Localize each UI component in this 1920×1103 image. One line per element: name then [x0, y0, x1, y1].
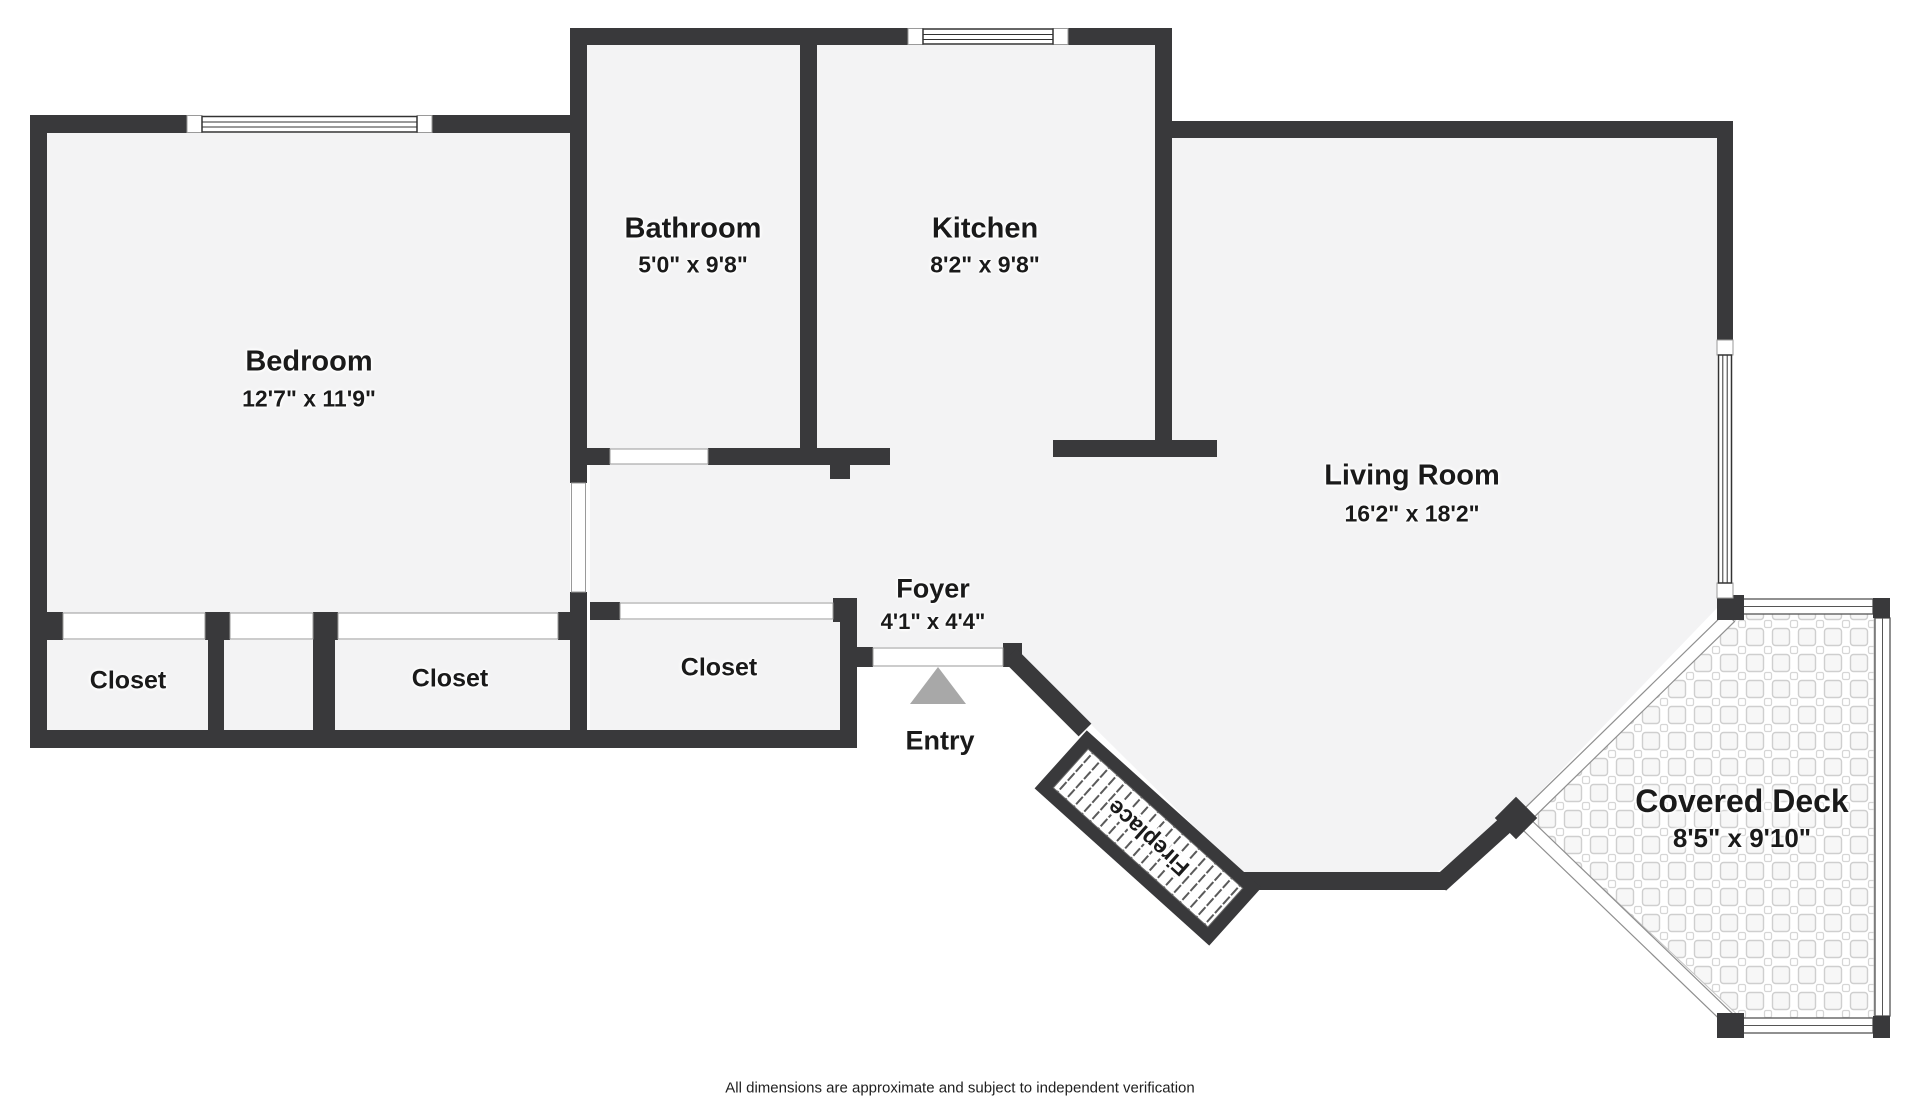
door-opening — [62, 612, 206, 640]
wall — [1205, 872, 1446, 890]
entry-label: Entry — [905, 725, 975, 756]
door-opening — [229, 612, 314, 640]
closet-3-label: Closet — [680, 653, 758, 682]
wall — [313, 640, 335, 732]
wall — [558, 612, 587, 640]
kitchen-floor — [817, 45, 1155, 465]
fireplace: Fireplace — [1034, 730, 1262, 946]
wall — [570, 28, 800, 45]
deck-post — [1717, 595, 1744, 620]
wall — [205, 612, 230, 640]
wall — [30, 730, 857, 748]
wall — [817, 28, 908, 45]
closet-nook-floor — [224, 640, 313, 730]
foyer-dimensions: 4'1" x 4'4" — [880, 609, 986, 634]
bedroom-floor — [47, 133, 570, 628]
closet-1-label: Closet — [89, 666, 167, 695]
window-end — [907, 28, 924, 45]
wall — [432, 115, 587, 133]
bedroom-label: Bedroom — [245, 345, 373, 378]
wall — [208, 640, 224, 732]
closet-2-label: Closet — [411, 664, 489, 693]
door-opening — [609, 448, 709, 465]
closet-3-floor — [590, 620, 840, 730]
covered-deck-label: Covered Deck — [1635, 783, 1849, 819]
foyer-label: Foyer — [896, 573, 970, 604]
wall — [1053, 440, 1217, 457]
wall — [30, 115, 47, 748]
deck-post — [1873, 598, 1890, 618]
living-room-window — [1717, 354, 1733, 584]
wall — [590, 602, 620, 620]
kitchen-window — [922, 28, 1054, 45]
window-end — [1052, 28, 1069, 45]
wall — [1155, 121, 1733, 138]
closet-1-floor — [47, 640, 208, 730]
door-opening — [571, 482, 586, 593]
window-end — [416, 115, 433, 133]
deck-post — [1873, 1016, 1890, 1038]
wall — [1717, 121, 1733, 340]
entry-door-opening — [872, 647, 1004, 667]
living-room-floor — [590, 138, 1717, 872]
bathroom-label: Bathroom — [624, 212, 762, 245]
kitchen-label: Kitchen — [931, 212, 1039, 245]
wall — [830, 465, 850, 479]
deck-post — [1717, 1013, 1744, 1038]
wall — [1155, 28, 1172, 457]
wall — [800, 28, 817, 465]
wall — [708, 448, 890, 465]
bedroom-dimensions: 12'7" x 11'9" — [242, 385, 376, 412]
footer-disclaimer: All dimensions are approximate and subje… — [725, 1079, 1195, 1097]
bathroom-dimensions: 5'0" x 9'8" — [638, 251, 748, 278]
wall — [1068, 28, 1172, 45]
entry-arrow-icon — [910, 667, 966, 704]
window-end — [1716, 339, 1734, 356]
kitchen-dimensions: 8'2" x 9'8" — [930, 251, 1040, 278]
wall-diagonal — [1003, 648, 1092, 737]
living-room-dimensions: 16'2" x 18'2" — [1344, 500, 1480, 527]
wall — [313, 612, 338, 640]
wall — [570, 448, 610, 465]
bedroom-window — [201, 115, 418, 133]
wall — [30, 612, 63, 640]
wall — [30, 115, 187, 133]
door-opening — [619, 602, 834, 620]
wall — [570, 28, 587, 483]
window-end — [1716, 582, 1734, 599]
bathroom-floor — [587, 45, 800, 465]
living-room-label: Living Room — [1324, 459, 1500, 492]
door-opening — [337, 612, 559, 640]
window-end — [186, 115, 203, 133]
closet-2-floor — [335, 640, 570, 730]
covered-deck-dimensions: 8'5" x 9'10" — [1672, 823, 1812, 853]
wall-diagonal — [1433, 811, 1520, 891]
wall — [840, 598, 857, 748]
